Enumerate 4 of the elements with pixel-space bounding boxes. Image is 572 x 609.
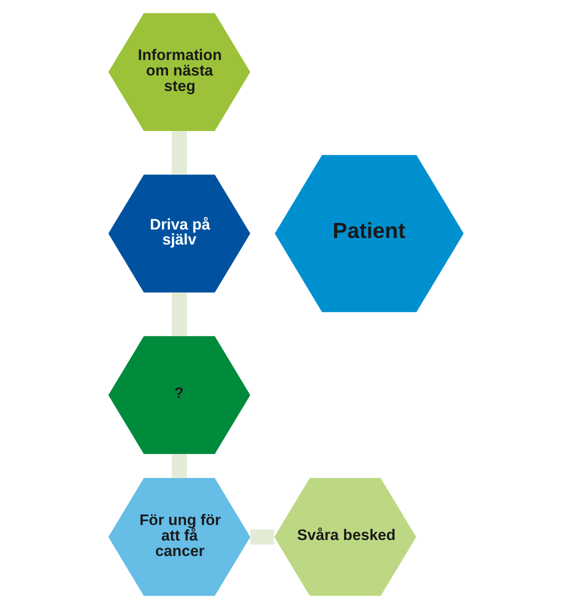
connector bbox=[172, 131, 187, 174]
connector bbox=[250, 529, 274, 545]
connector bbox=[172, 292, 187, 336]
connector bbox=[172, 454, 187, 478]
